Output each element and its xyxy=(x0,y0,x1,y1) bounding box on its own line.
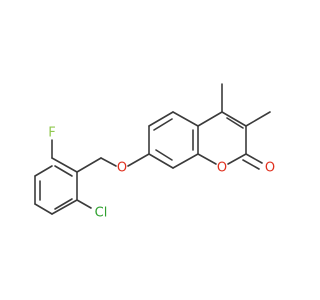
bond xyxy=(148,153,174,169)
bond xyxy=(54,165,73,177)
carbonyl-bond xyxy=(245,153,263,164)
bond xyxy=(51,199,78,215)
bond xyxy=(153,118,173,131)
ring-oxygen-label: O xyxy=(217,161,227,176)
bond-oxygen-to-coumarin xyxy=(127,153,150,167)
bond xyxy=(172,111,199,127)
bond-ch2-to-oxygen xyxy=(100,157,117,167)
fluorine-atom-label: F xyxy=(48,126,55,141)
coumarin-benzene-ring xyxy=(148,111,199,169)
bond xyxy=(197,111,223,127)
benzyl-ring xyxy=(34,157,78,215)
molecule-canvas: F Cl O O O xyxy=(34,83,276,221)
bond xyxy=(54,198,73,210)
bond xyxy=(34,203,53,215)
bond xyxy=(148,111,174,127)
bond xyxy=(221,111,247,127)
chlorine-atom-label: Cl xyxy=(95,206,108,221)
bond xyxy=(227,153,247,165)
bond-to-chlorine xyxy=(76,199,92,209)
bond xyxy=(197,153,217,165)
methyl-bond-3 xyxy=(245,111,271,127)
bond xyxy=(172,153,199,169)
bond xyxy=(34,165,53,177)
ether-oxygen-label: O xyxy=(117,161,127,176)
bond xyxy=(226,117,244,129)
pyranone-ring xyxy=(197,111,247,165)
structure-diagram: F Cl O O O xyxy=(34,83,275,221)
bond xyxy=(51,157,78,173)
carbonyl-oxygen-label: O xyxy=(265,161,275,176)
carbonyl-bond xyxy=(242,159,260,170)
bond-ring-to-ch2 xyxy=(76,157,102,173)
bond xyxy=(155,149,173,161)
